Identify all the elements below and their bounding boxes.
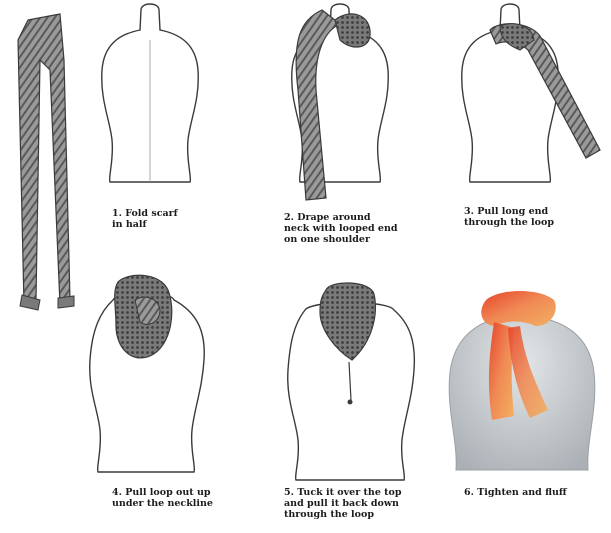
caption-step-4-line1: 4. Pull loop out up [112,487,213,498]
caption-step-2-line1: 2. Drape around [284,212,398,223]
caption-step-4-line2: under the neckline [112,498,213,509]
caption-step-3-line1: 3. Pull long end [464,206,554,217]
caption-step-3: 3. Pull long end through the loop [464,206,554,228]
caption-step-4: 4. Pull loop out up under the neckline [112,487,213,509]
mannequin-step-4 [90,275,205,472]
mannequin-step-5 [288,283,415,480]
caption-step-5: 5. Tuck it over the top and pull it back… [284,487,402,520]
caption-step-5-line3: through the loop [284,509,402,520]
caption-step-1-line2: in half [112,219,178,230]
caption-step-5-line1: 5. Tuck it over the top [284,487,402,498]
caption-step-6-line1: 6. Tighten and fluff [464,487,567,498]
caption-step-1: 1. Fold scarf in half [112,208,178,230]
mannequin-step-1 [102,4,199,182]
caption-step-3-line2: through the loop [464,217,554,228]
finished-scarf-photo [449,280,600,472]
caption-step-2-line3: on one shoulder [284,234,398,245]
caption-step-5-line2: and pull it back down [284,498,402,509]
caption-step-2-line2: neck with looped end [284,223,398,234]
folded-scarf-illustration [18,14,74,310]
mannequin-step-3 [462,4,600,182]
mannequin-step-2 [292,4,389,200]
caption-step-6: 6. Tighten and fluff [464,487,567,498]
caption-step-2: 2. Drape around neck with looped end on … [284,212,398,245]
caption-step-1-line1: 1. Fold scarf [112,208,178,219]
